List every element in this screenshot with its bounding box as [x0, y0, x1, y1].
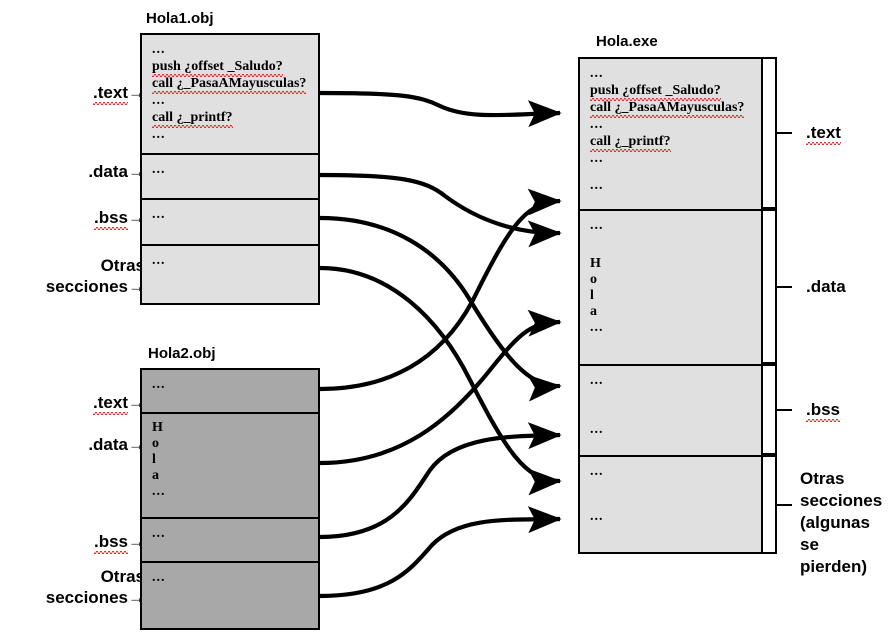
bracket-data: [763, 209, 777, 364]
label-exe-otras-line5: pierden): [800, 557, 868, 576]
exe-data-line-1: H: [590, 256, 601, 271]
exe-data-line-4: a: [590, 304, 597, 319]
title-hola-exe: Hola.exe: [596, 33, 658, 50]
exe-section-bss: ... ...: [580, 366, 761, 457]
label-obj1-otras: Otras secciones→: [0, 255, 145, 297]
obj1-text-line-5: ...: [152, 127, 166, 142]
link-obj2-text-to-exe-text: [319, 188, 562, 392]
bracket-bss: [763, 364, 777, 455]
obj2-section-bss: ...: [142, 519, 318, 563]
label-exe-text-value: .text: [806, 123, 841, 145]
obj2-section-otras: ...: [142, 563, 318, 628]
label-obj2-otras-line1: Otras: [100, 567, 145, 586]
label-obj1-text-value: .text: [93, 83, 128, 105]
exe-data-line-0: ...: [590, 218, 604, 233]
label-obj2-text: .text→: [20, 392, 145, 415]
link-obj1-bss-to-exe-bss: [319, 215, 562, 402]
obj1-section-bss: ...: [142, 200, 318, 246]
title-hola2-obj: Hola2.obj: [148, 345, 216, 362]
obj2-data-line-4: ...: [152, 484, 166, 499]
label-obj1-bss-value: .bss: [93, 208, 129, 230]
link-obj1-data-to-exe-data: [319, 172, 562, 248]
label-obj2-text-value: .text: [93, 393, 128, 415]
exe-section-otras: ... ...: [580, 457, 761, 552]
label-obj2-data-value: .data: [88, 435, 128, 454]
obj1-text-line-3: ...: [152, 93, 166, 108]
link-obj1-otras-to-exe-otras: [319, 265, 562, 496]
title-hola1-obj: Hola1.obj: [146, 10, 214, 27]
exe-text-line-5: ...: [590, 151, 604, 166]
label-exe-otras-line4: se: [800, 535, 819, 554]
obj1-text-line-4: call ¿_printf?: [152, 110, 233, 128]
obj1-section-otras: ...: [142, 246, 318, 303]
obj1-section-text: ... push ¿offset _Saludo? call ¿_PasaAMa…: [142, 35, 318, 155]
exe-otras-line-0: ...: [590, 464, 604, 479]
obj2-otras-line-0: ...: [152, 570, 166, 585]
obj2-text-line-0: ...: [152, 377, 166, 392]
link-obj2-data-to-exe-data: [319, 309, 562, 466]
label-exe-data: .data: [806, 276, 846, 297]
label-obj1-data-value: .data: [88, 162, 128, 181]
obj1-text-line-0: ...: [152, 42, 166, 57]
obj2-data-line-0: H: [152, 420, 163, 435]
exe-text-line-1: push ¿offset _Saludo?: [590, 83, 721, 101]
exe-otras-line-1: ...: [590, 509, 604, 524]
obj1-section-data: ...: [142, 155, 318, 200]
obj1-otras-line-0: ...: [152, 253, 166, 268]
obj2-data-line-2: l: [152, 452, 156, 467]
label-exe-text: .text: [806, 122, 841, 145]
exe-data-line-2: o: [590, 272, 597, 287]
bracket-tick-data: [777, 286, 792, 288]
obj2-section-data: H o l a ...: [142, 414, 318, 519]
bracket-text: [763, 57, 777, 209]
label-exe-otras-line3: (algunas: [800, 513, 870, 532]
label-exe-otras: Otras secciones (algunas se pierden): [800, 468, 882, 578]
box-hola2-obj: ... H o l a ... ... ...: [140, 368, 320, 630]
label-exe-bss: .bss: [806, 399, 841, 422]
exe-text-line-3: ...: [590, 117, 604, 132]
label-obj1-otras-line1: Otras: [100, 256, 145, 275]
label-obj2-bss-value: .bss: [93, 532, 129, 554]
exe-text-line-6: ...: [590, 178, 604, 193]
obj2-section-text: ...: [142, 370, 318, 414]
exe-text-line-0: ...: [590, 66, 604, 81]
label-obj2-otras-line2: secciones: [45, 588, 128, 607]
link-obj2-bss-to-exe-bss: [319, 422, 562, 540]
box-hola1-obj: ... push ¿offset _Saludo? call ¿_PasaAMa…: [140, 33, 320, 305]
obj1-bss-line-0: ...: [152, 207, 166, 222]
exe-text-line-4: call ¿_printf?: [590, 134, 671, 152]
obj2-bss-line-0: ...: [152, 526, 166, 541]
exe-section-text: ... push ¿offset _Saludo? call ¿_PasaAMa…: [580, 59, 761, 211]
obj2-data-line-1: o: [152, 436, 159, 451]
exe-data-line-5: ...: [590, 320, 604, 335]
exe-bss-line-0: ...: [590, 373, 604, 388]
label-obj1-otras-line2: secciones: [45, 277, 128, 296]
obj1-text-line-1: push ¿offset _Saludo?: [152, 59, 283, 77]
bracket-otras: [763, 455, 777, 554]
link-obj2-otras-to-exe-otras: [319, 506, 562, 599]
box-hola-exe: ... push ¿offset _Saludo? call ¿_PasaAMa…: [578, 57, 763, 554]
label-exe-data-value: .data: [806, 277, 846, 296]
obj2-data-line-3: a: [152, 468, 159, 483]
bracket-tick-bss: [777, 409, 792, 411]
label-exe-otras-line1: Otras: [800, 469, 845, 488]
exe-text-line-2: call ¿_PasaAMayusculas?: [590, 100, 745, 118]
bracket-tick-otras: [777, 504, 792, 506]
exe-bss-line-1: ...: [590, 422, 604, 437]
exe-data-line-3: l: [590, 288, 594, 303]
obj1-data-line-0: ...: [152, 162, 166, 177]
label-exe-bss-value: .bss: [806, 400, 841, 422]
link-obj1-text-to-exe-text: [319, 90, 562, 128]
exe-section-data: ... H o l a ...: [580, 211, 761, 366]
label-exe-otras-line2: secciones: [800, 491, 883, 510]
bracket-tick-text: [777, 132, 792, 134]
obj1-text-line-2: call ¿_PasaAMayusculas?: [152, 76, 307, 94]
